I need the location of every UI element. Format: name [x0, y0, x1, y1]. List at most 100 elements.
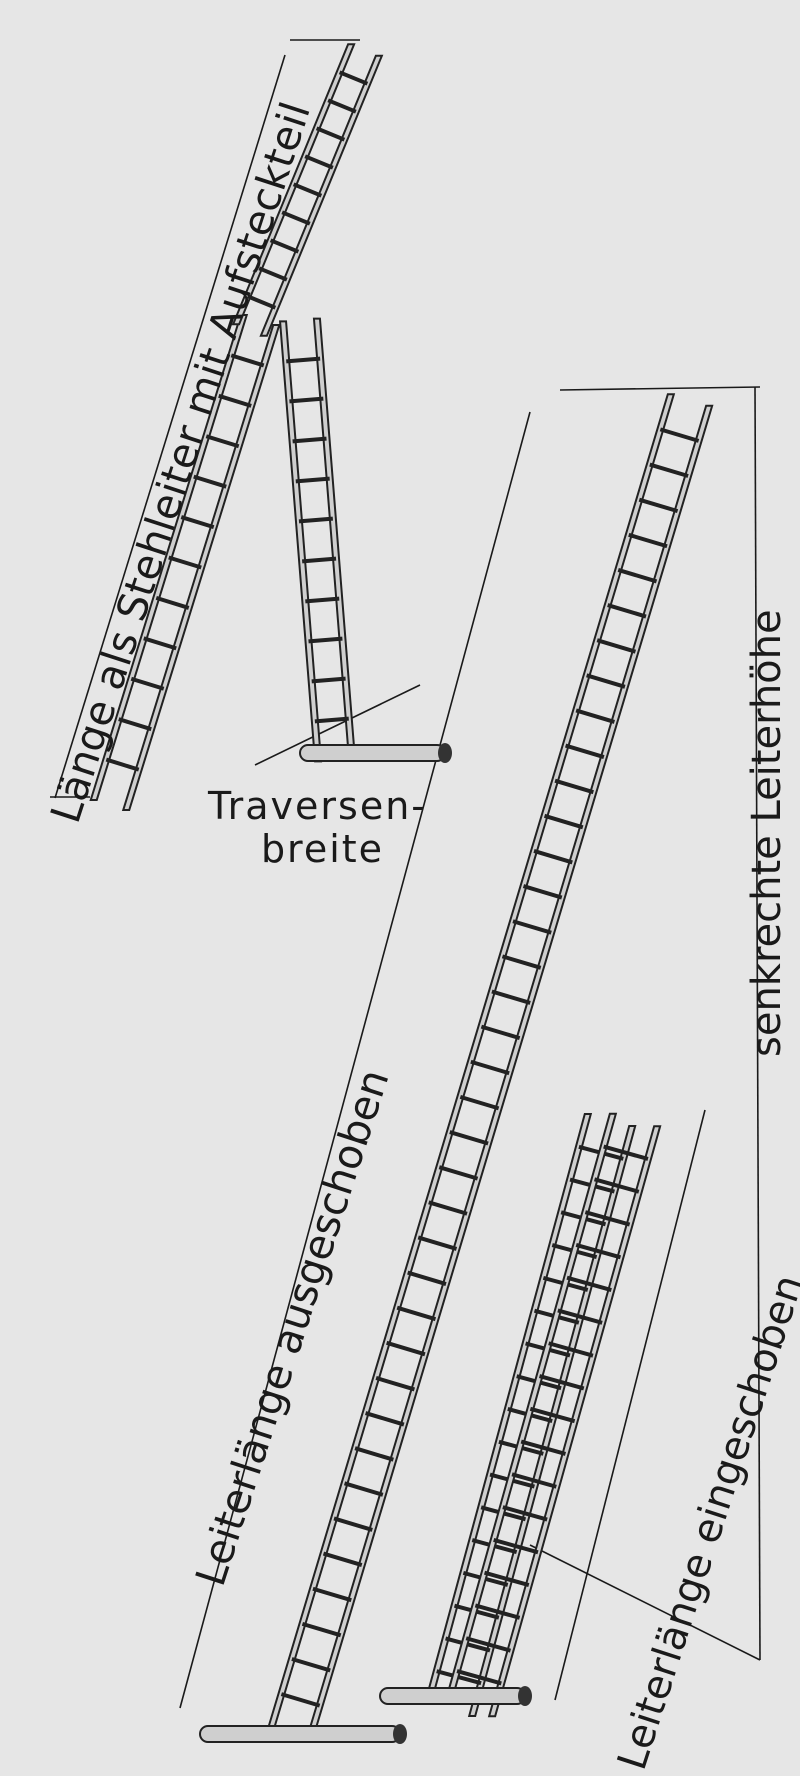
- stepladder-back-rung: [308, 636, 343, 644]
- label-crossbar-width-line2: breite: [260, 826, 385, 871]
- extended-ladder-rung: [575, 708, 615, 724]
- stepladder-back-rung: [286, 356, 321, 364]
- stepladder-back-rail-right: [312, 317, 357, 760]
- extended-ladder-rung: [386, 1340, 426, 1357]
- extended-ladder-rung: [638, 497, 679, 514]
- stepladder-back-rung: [314, 716, 349, 724]
- retracted-ladder-b-rung: [575, 1242, 622, 1260]
- extended-ladder-rung: [438, 1165, 479, 1181]
- stepladder-back-rung: [301, 556, 337, 564]
- extended-ladder-rung: [428, 1200, 468, 1216]
- stepladder-extension-rung: [246, 294, 277, 310]
- extended-ladder-rung: [533, 849, 573, 865]
- retracted-ladder-b-rung: [511, 1472, 557, 1489]
- extended-ladder-rung: [375, 1376, 415, 1392]
- stepladder-with-extension-illustration: [89, 43, 452, 812]
- extended-ladder-rung: [596, 638, 637, 654]
- dimension-line: [754, 386, 761, 1661]
- extended-ladder-rung: [280, 1692, 321, 1708]
- extended-ladder-rung: [343, 1481, 384, 1497]
- retracted-ladder-b-rung: [557, 1308, 603, 1325]
- dimension-line: [529, 1544, 761, 1661]
- stepladder-front-rung: [193, 474, 227, 489]
- stepladder-front-rung: [105, 757, 140, 772]
- dimension-line: [554, 1109, 706, 1701]
- stepladder-extension-rung: [304, 154, 334, 170]
- stepladder-front-rung: [168, 555, 202, 570]
- retracted-ladder-b-rung: [529, 1406, 576, 1424]
- extended-ladder-crossbar-cap: [393, 1724, 407, 1744]
- extended-ladder-rung: [322, 1551, 363, 1567]
- extended-ladder-rung: [301, 1621, 342, 1638]
- extended-ladder-rung: [617, 568, 658, 584]
- dimension-lines: [50, 39, 761, 1709]
- extended-ladder-illustration: [199, 393, 714, 1744]
- extended-ladder-rung: [354, 1446, 394, 1462]
- extended-ladder-rung: [554, 778, 594, 795]
- extended-ladder-rung: [659, 427, 700, 443]
- stepladder-front-rung: [205, 434, 240, 449]
- label-crossbar-width-line1: Traversen-: [208, 784, 427, 828]
- retracted-ladder-b-rung: [566, 1275, 612, 1293]
- extended-ladder-rung: [522, 884, 563, 900]
- extended-ladder-rung: [365, 1411, 405, 1427]
- retracted-ladder-illustration: [379, 1112, 662, 1718]
- retracted-ladder-crossbar-cap: [518, 1686, 532, 1706]
- dimension-line: [179, 411, 531, 1709]
- extended-ladder-rung: [449, 1130, 489, 1146]
- extended-ladder-rung: [491, 989, 531, 1005]
- retracted-ladder-b-rung: [493, 1537, 539, 1555]
- dimension-line: [54, 54, 286, 799]
- extended-ladder-rung: [333, 1516, 373, 1532]
- stepladder-extension-rail-left: [231, 43, 356, 326]
- label-vertical-height: senkrechte Leiterhöhe: [744, 609, 790, 1057]
- retracted-ladder-b-rung: [538, 1374, 585, 1391]
- retracted-ladder-b-rung: [593, 1177, 640, 1194]
- stepladder-back-rung: [289, 396, 324, 404]
- retracted-ladder-b-rung: [584, 1210, 631, 1227]
- stepladder-front-rung: [180, 515, 215, 530]
- dimension-line: [559, 386, 761, 391]
- stepladder-extension-rung: [327, 98, 357, 114]
- extended-ladder-rung: [291, 1657, 331, 1673]
- stepladder-extension-rung: [281, 210, 311, 226]
- retracted-ladder-b-rung: [502, 1505, 548, 1522]
- retracted-ladder-crossbar: [379, 1687, 526, 1705]
- stepladder-back-rung: [295, 476, 330, 484]
- retracted-ladder-b-rung: [465, 1636, 512, 1653]
- extended-ladder-rung: [512, 919, 552, 935]
- stepladder-back-rung: [292, 436, 327, 444]
- stepladder-extension-rung: [315, 126, 346, 142]
- stepladder-extension-rung: [292, 182, 323, 198]
- extended-ladder-rung: [407, 1270, 447, 1286]
- stepladder-front-rung: [130, 676, 165, 691]
- stepladder-extension-rung: [258, 266, 288, 282]
- retracted-ladder-b-rung: [483, 1570, 530, 1588]
- extended-ladder-rung: [480, 1024, 521, 1041]
- retracted-ladder-b-rung: [474, 1603, 521, 1620]
- extended-ladder-rung: [543, 813, 584, 830]
- stepladder-extension-rung: [269, 238, 300, 254]
- stepladder-extension-rail-right: [259, 54, 384, 337]
- extended-ladder-rung: [417, 1235, 458, 1251]
- extended-ladder-rung: [586, 673, 626, 689]
- extended-ladder-rung: [649, 462, 689, 478]
- stepladder-front-rung: [118, 717, 152, 732]
- stepladder-front-rung: [218, 393, 252, 408]
- stepladder-back-rung: [305, 596, 340, 604]
- stepladder-front-rung: [155, 595, 190, 610]
- extended-ladder-rung: [501, 954, 542, 970]
- retracted-ladder-b-rung: [520, 1439, 567, 1456]
- stepladder-crossbar-cap: [438, 743, 452, 763]
- extended-ladder-rung: [628, 532, 668, 549]
- stepladder-crossbar: [299, 744, 446, 762]
- retracted-ladder-b-rung: [456, 1669, 502, 1686]
- stepladder-back-rung: [298, 516, 334, 524]
- extended-ladder-crossbar: [199, 1725, 401, 1743]
- extended-ladder-rung: [396, 1305, 437, 1322]
- stepladder-back-rail-left: [278, 320, 323, 763]
- stepladder-back-rung: [311, 676, 346, 684]
- extended-ladder-rung: [565, 743, 605, 759]
- extended-ladder-rung: [459, 1094, 500, 1111]
